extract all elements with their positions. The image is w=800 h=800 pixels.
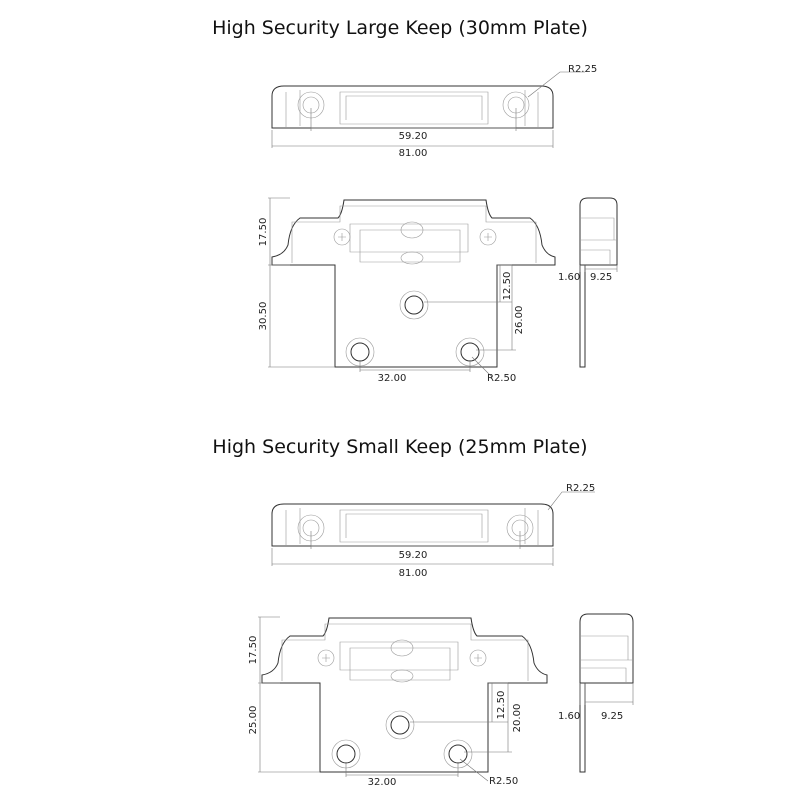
small-top-width: 81.00 xyxy=(399,568,428,579)
large-side-depth: 9.25 xyxy=(590,272,612,283)
small-top-radius: R2.25 xyxy=(566,483,595,494)
small-plate-height: 25.00 xyxy=(248,706,259,735)
small-side-depth: 9.25 xyxy=(601,711,623,722)
large-top-view: 59.20 81.00 R2.25 xyxy=(271,64,597,159)
large-front-view: 17.50 30.50 12.50 26.00 32.00 R2.50 xyxy=(258,197,556,384)
small-top-hole-spacing: 59.20 xyxy=(399,550,428,561)
large-top-radius: R2.25 xyxy=(568,64,597,75)
small-side-thickness: 1.60 xyxy=(558,711,580,722)
small-hole-spacing: 32.00 xyxy=(368,777,397,788)
large-top-hole-spacing: 59.20 xyxy=(399,131,428,142)
small-hole2-offset: 20.00 xyxy=(512,704,523,733)
large-keep-title: High Security Large Keep (30mm Plate) xyxy=(212,17,588,39)
small-top-view: 59.20 81.00 R2.25 xyxy=(271,483,595,579)
large-hole1-offset: 12.50 xyxy=(502,272,513,301)
large-flange-height: 17.50 xyxy=(258,218,269,247)
large-hole-spacing: 32.00 xyxy=(378,373,407,384)
large-hole2-offset: 26.00 xyxy=(514,306,525,335)
small-front-view: 17.50 25.00 12.50 20.00 32.00 R2.50 xyxy=(248,616,548,788)
small-hole-radius: R2.50 xyxy=(489,776,518,787)
large-plate-height: 30.50 xyxy=(258,302,269,331)
small-keep-title: High Security Small Keep (25mm Plate) xyxy=(212,436,588,458)
large-top-width: 81.00 xyxy=(399,148,428,159)
large-side-thickness: 1.60 xyxy=(558,272,580,283)
large-side-view: 1.60 9.25 xyxy=(558,197,618,368)
small-side-view: 1.60 9.25 xyxy=(558,613,634,773)
small-hole1-offset: 12.50 xyxy=(496,691,507,720)
small-flange-height: 17.50 xyxy=(248,636,259,665)
large-hole-radius: R2.50 xyxy=(487,373,516,384)
